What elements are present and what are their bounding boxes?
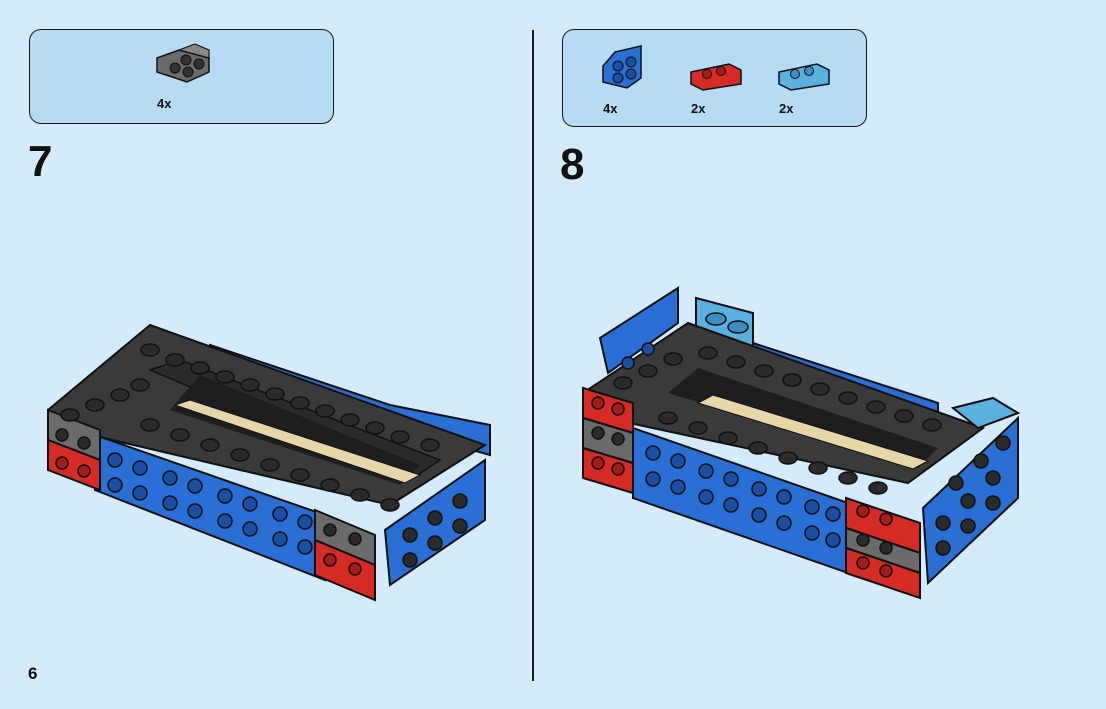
light-blue-bracket-part-image bbox=[777, 60, 831, 92]
step-8-model-illustration bbox=[578, 283, 1023, 603]
step-7-model-illustration bbox=[40, 315, 500, 605]
part-count-label: 4x bbox=[157, 96, 171, 111]
blue-bracket-part-image bbox=[601, 44, 655, 90]
step-7-number: 7 bbox=[28, 140, 52, 184]
part-count-label: 4x bbox=[603, 101, 617, 116]
part-count-label: 2x bbox=[691, 101, 705, 116]
step-8-number: 8 bbox=[560, 143, 584, 187]
page-number: 6 bbox=[28, 664, 37, 684]
dark-gray-bracket-part-image bbox=[155, 44, 215, 84]
red-bracket-part-image bbox=[689, 60, 743, 92]
page-divider bbox=[532, 30, 534, 681]
step-8-parts-callout: 4x 2x 2x bbox=[562, 29, 867, 127]
part-count-label: 2x bbox=[779, 101, 793, 116]
step-7-parts-callout: 4x bbox=[29, 29, 334, 124]
